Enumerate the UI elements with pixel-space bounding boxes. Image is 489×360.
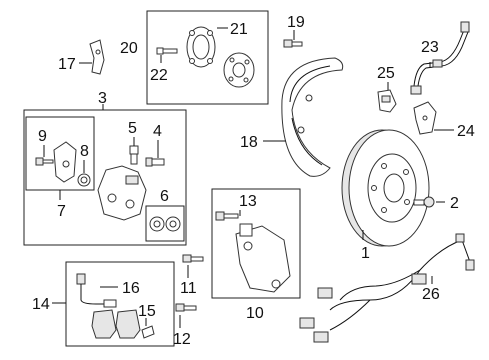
caliper-group-box [23,109,187,246]
abs-wiring-part-26 [299,233,475,343]
brake-hose-part-23 [410,21,470,95]
callout-6: 6 [160,188,169,205]
callout-12: 12 [173,331,191,348]
wheel-hub-part [223,52,255,88]
wear-sensor-part-16 [76,273,117,308]
callout-5: 5 [128,120,137,137]
support-bolt-part-13 [215,211,253,237]
callout-4: 4 [153,123,162,140]
callout-20: 20 [120,40,138,57]
splash-shield-part-18 [281,57,344,177]
brake-pad-right [115,309,141,339]
callout-21: 21 [230,21,248,38]
bleeder-valve-part-5 [129,145,139,165]
bolt-part-12 [175,303,197,312]
caliper-guide-part-9-assy [53,141,77,183]
caliper-body [97,165,147,221]
hub-bolt-part-22 [156,47,178,55]
caliper-support-part-10 [235,225,291,293]
callout-25: 25 [377,65,395,82]
callout-19: 19 [287,14,305,31]
callout-16: 16 [122,280,140,297]
callout-10: 10 [246,305,264,322]
caliper-support-group-box [211,188,301,299]
clip-part-25 [377,89,397,113]
bolt-part-19 [283,39,303,48]
callout-18: 18 [240,134,258,151]
bolt-part-11 [182,254,204,263]
callout-7: 7 [57,203,66,220]
pad-spring-part-15 [141,325,155,339]
brake-pad-left [91,309,117,339]
seal-kit-part-6 [149,216,181,232]
caliper-repair-kit-box [145,205,185,242]
callout-11: 11 [180,280,197,297]
disc-screw-part-2 [413,196,435,208]
callout-24: 24 [457,123,475,140]
callout-8: 8 [80,143,89,160]
callout-23: 23 [421,39,439,56]
guide-pin-part-4 [145,157,165,167]
callout-1: 1 [361,245,370,262]
callout-14: 14 [32,296,50,313]
seal-ring-part-8 [77,173,91,187]
bracket-part-17 [89,39,105,75]
callout-3: 3 [98,90,107,107]
callout-9: 9 [38,128,47,145]
callout-15: 15 [138,303,156,320]
callout-13: 13 [239,193,257,210]
caliper-bolt-part-9 [35,157,54,166]
callout-22: 22 [150,67,168,84]
callout-26: 26 [422,286,440,303]
hose-bracket-part-24 [413,101,437,135]
callout-17: 17 [58,56,76,73]
brake-pads-group-box [65,261,175,347]
hub-bearing-part-21 [186,26,216,68]
brake-disc-part-1 [341,129,430,247]
hub-bearing-group-box [146,10,269,105]
callout-2: 2 [450,195,459,212]
